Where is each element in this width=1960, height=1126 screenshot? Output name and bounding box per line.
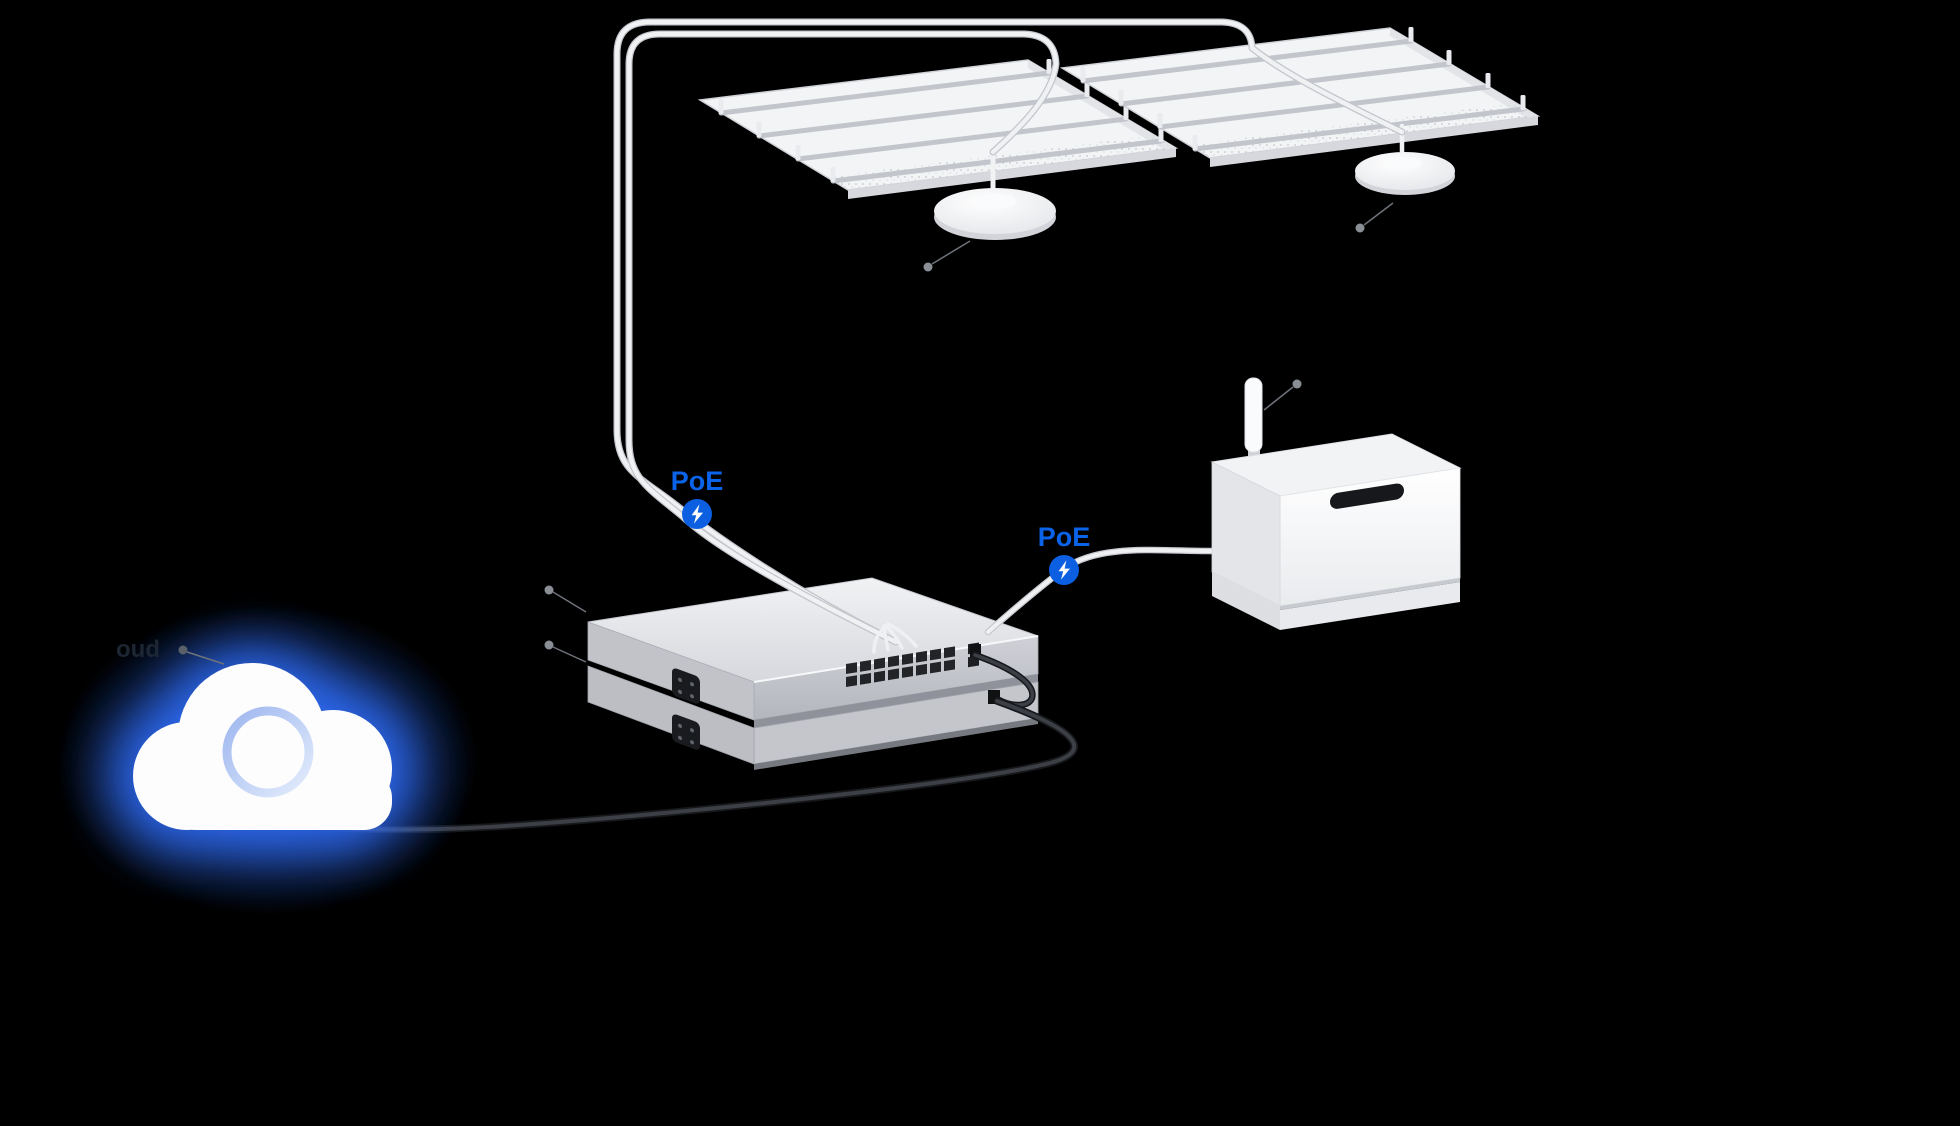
access-point-right-icon <box>1355 123 1455 195</box>
cable-switch-to-appliance <box>984 546 1218 636</box>
poe-label-1: PoE <box>671 466 724 496</box>
poe-badge-2: PoE <box>1038 522 1091 585</box>
poe-label-2: PoE <box>1038 522 1091 552</box>
ring-logo-icon <box>222 706 314 798</box>
cloud-label: oud <box>116 636 160 663</box>
access-point-left-icon <box>934 147 1056 240</box>
callout-cloud[interactable] <box>178 645 225 665</box>
poe-badge-1: PoE <box>671 466 724 529</box>
antenna-icon <box>1244 377 1263 453</box>
switch-display <box>672 668 700 704</box>
callout-switch-bottom[interactable] <box>544 640 587 663</box>
switch-top-unit <box>587 577 1039 721</box>
lightning-bolt-icon <box>691 504 703 524</box>
antenna-appliance-icon <box>1210 377 1462 630</box>
callout-switch-top[interactable] <box>544 585 587 613</box>
lightning-bolt-icon <box>1058 560 1070 580</box>
uplink-connector-top <box>970 644 981 657</box>
callout-access-point-right[interactable] <box>1355 202 1394 233</box>
ethernet-port-block <box>846 642 979 687</box>
switch-bottom-unit <box>587 665 1039 770</box>
callout-antenna[interactable] <box>1263 379 1302 411</box>
callout-access-point-left[interactable] <box>923 240 971 272</box>
port-patch-cables <box>872 622 918 654</box>
cable-to-access-points <box>613 18 1406 646</box>
switch-stack-icon <box>587 577 1039 770</box>
handle-slot-icon <box>1330 483 1404 509</box>
cloud-icon <box>58 605 478 915</box>
gateway-display <box>672 714 700 750</box>
